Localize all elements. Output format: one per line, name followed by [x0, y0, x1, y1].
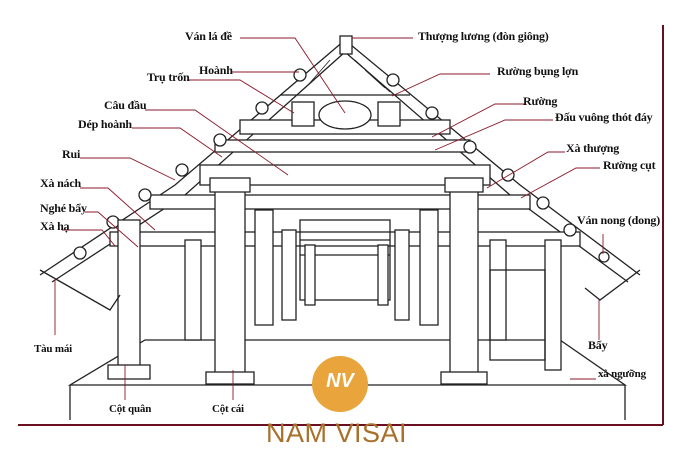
label-nghe-bay: Nghé bẩy — [40, 201, 87, 215]
label-dau-vuong-thot-day: Đấu vuông thót đáy — [555, 110, 653, 124]
label-ruong-cut: Rường cụt — [603, 158, 656, 172]
label-dep-hoanh: Dép hoành — [78, 117, 132, 131]
label-bay: Bẩy — [588, 338, 608, 352]
label-cot-quan: Cột quân — [109, 403, 152, 415]
logo-text: NV — [326, 370, 354, 392]
label-rui: Rui — [62, 147, 81, 161]
label-xa-nach: Xà nách — [40, 176, 81, 190]
label-van-la-de: Ván lá đề — [185, 29, 232, 43]
label-tru-tron: Trụ trốn — [147, 70, 190, 84]
label-tau-mai: Tàu mái — [34, 343, 73, 355]
label-xa-thuong: Xà thượng — [566, 141, 620, 155]
brand-logo-icon: NV — [312, 356, 368, 412]
label-xa-nguong: xà ngưỡng — [598, 368, 646, 380]
label-ruong: Rường — [523, 94, 558, 108]
label-van-nong: Ván nong (dong) — [577, 213, 661, 227]
label-cau-dau: Câu đầu — [104, 98, 147, 112]
label-thuong-luong: Thượng lương (đòn giông) — [418, 29, 549, 43]
label-hoanh: Hoành — [199, 63, 233, 77]
brand-name: NAM VISAI — [266, 418, 408, 448]
label-xa-ha: Xà hạ — [40, 219, 70, 233]
label-ruong-bung-lon: Rường bụng lợn — [497, 64, 579, 78]
label-cot-cai: Cột cái — [212, 403, 244, 415]
